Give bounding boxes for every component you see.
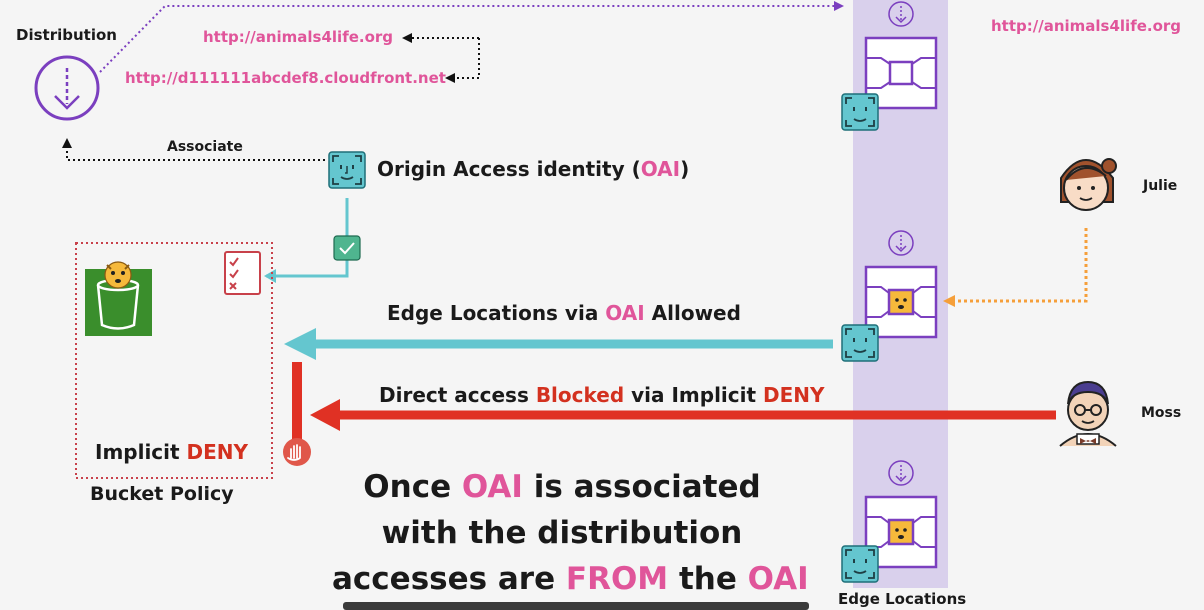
summary-line-2: with the distribution	[381, 515, 743, 551]
url-connector-cloudfront	[445, 38, 480, 83]
distribution-to-edge-dotted-line	[99, 1, 844, 73]
oai-title-suffix: )	[680, 157, 690, 181]
download-edge-icon-3	[888, 460, 914, 486]
blocked-hl: Blocked	[535, 383, 625, 407]
summary-line3-pre: accesses are	[332, 561, 566, 597]
user-julie-label: Julie	[1143, 178, 1178, 194]
blocked-pre: Direct access	[379, 383, 536, 407]
summary-line-1: Once OAI is associated	[332, 464, 792, 510]
right-url[interactable]: http://animals4life.org	[991, 17, 1182, 35]
caption-overlay-bar	[343, 602, 809, 610]
julie-dotted-arrow	[943, 228, 1088, 307]
associate-dotted-arrow	[62, 138, 325, 161]
implicit-text: Implicit	[95, 440, 187, 464]
blocked-mid: via Implicit	[624, 383, 764, 407]
allowed-post: Allowed	[644, 301, 741, 325]
summary-line1-pre: Once	[363, 469, 462, 505]
female-user-avatar	[1060, 158, 1117, 211]
bucket-policy-label: Bucket Policy	[90, 483, 234, 505]
distribution-label: Distribution	[16, 26, 117, 44]
policy-checklist-icon	[224, 251, 261, 295]
male-user-avatar	[1059, 380, 1117, 447]
download-edge-icon-1	[888, 1, 914, 27]
oai-title-prefix: Origin Access identity (	[377, 157, 641, 181]
edge-locations-label: Edge Locations	[838, 590, 967, 608]
face-id-icon-edge-1	[841, 93, 879, 131]
allowed-arrow-label: Edge Locations via OAI Allowed	[387, 301, 741, 325]
url-cloudfront-domain[interactable]: http://d111111abcdef8.cloudfront.net	[125, 69, 446, 87]
user-moss-label: Moss	[1141, 405, 1182, 421]
allowed-pre: Edge Locations via	[387, 301, 606, 325]
summary-line1-post: is associated	[522, 469, 761, 505]
summary-line3-hl2: OAI	[747, 561, 809, 597]
oai-policy-connector	[266, 198, 349, 278]
allowed-hl: OAI	[605, 301, 645, 325]
summary-line3-hl: FROM	[565, 561, 669, 597]
face-id-icon-edge-2	[841, 324, 879, 362]
url-custom-domain[interactable]: http://animals4life.org	[203, 28, 394, 46]
face-id-icon	[328, 151, 366, 189]
oai-title-highlight: OAI	[640, 157, 681, 181]
blocked-arrow-label: Direct access Blocked via Implicit DENY	[379, 383, 825, 407]
summary-text: Once OAI is associated with the distribu…	[332, 464, 809, 602]
policy-check-badge-icon	[333, 235, 361, 261]
face-id-icon-edge-3	[841, 545, 879, 583]
summary-line3-mid: the	[668, 561, 748, 597]
download-distribution-icon	[34, 55, 100, 121]
s3-bucket-icon	[85, 261, 152, 336]
summary-line-3: accesses are FROM the OAI	[332, 556, 809, 602]
deny-text: DENY	[186, 440, 249, 464]
download-edge-icon-2	[888, 230, 914, 256]
summary-line1-hl: OAI	[461, 469, 523, 505]
associate-label: Associate	[167, 139, 243, 155]
deny-barrier	[292, 362, 302, 449]
implicit-deny-label: Implicit DENY	[95, 440, 248, 464]
stop-hand-icon	[283, 438, 311, 466]
oai-title: Origin Access identity (OAI)	[377, 157, 689, 181]
blocked-hl2: DENY	[763, 383, 825, 407]
